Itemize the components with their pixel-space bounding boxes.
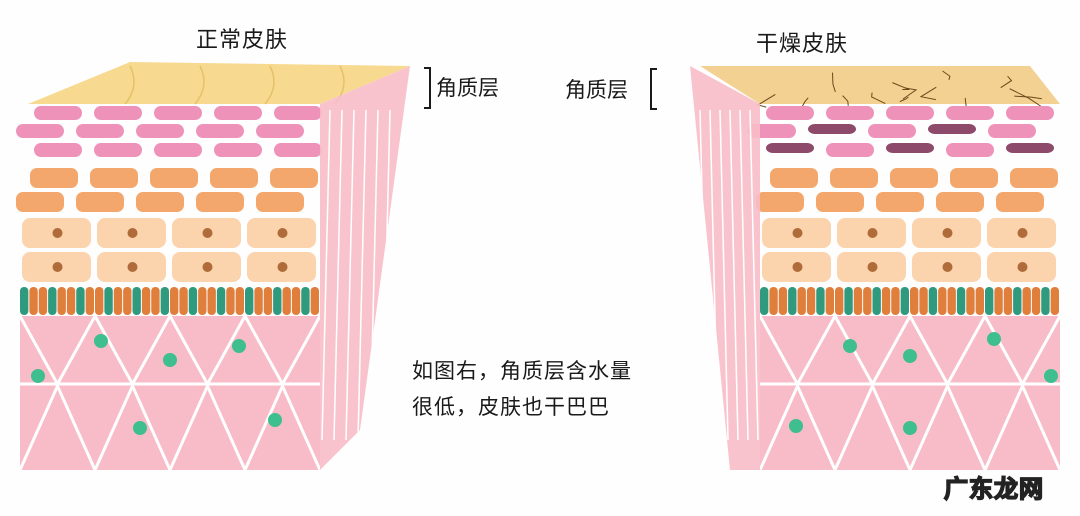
dry-skin-block <box>690 66 1060 470</box>
normal-skin-block <box>16 62 410 470</box>
